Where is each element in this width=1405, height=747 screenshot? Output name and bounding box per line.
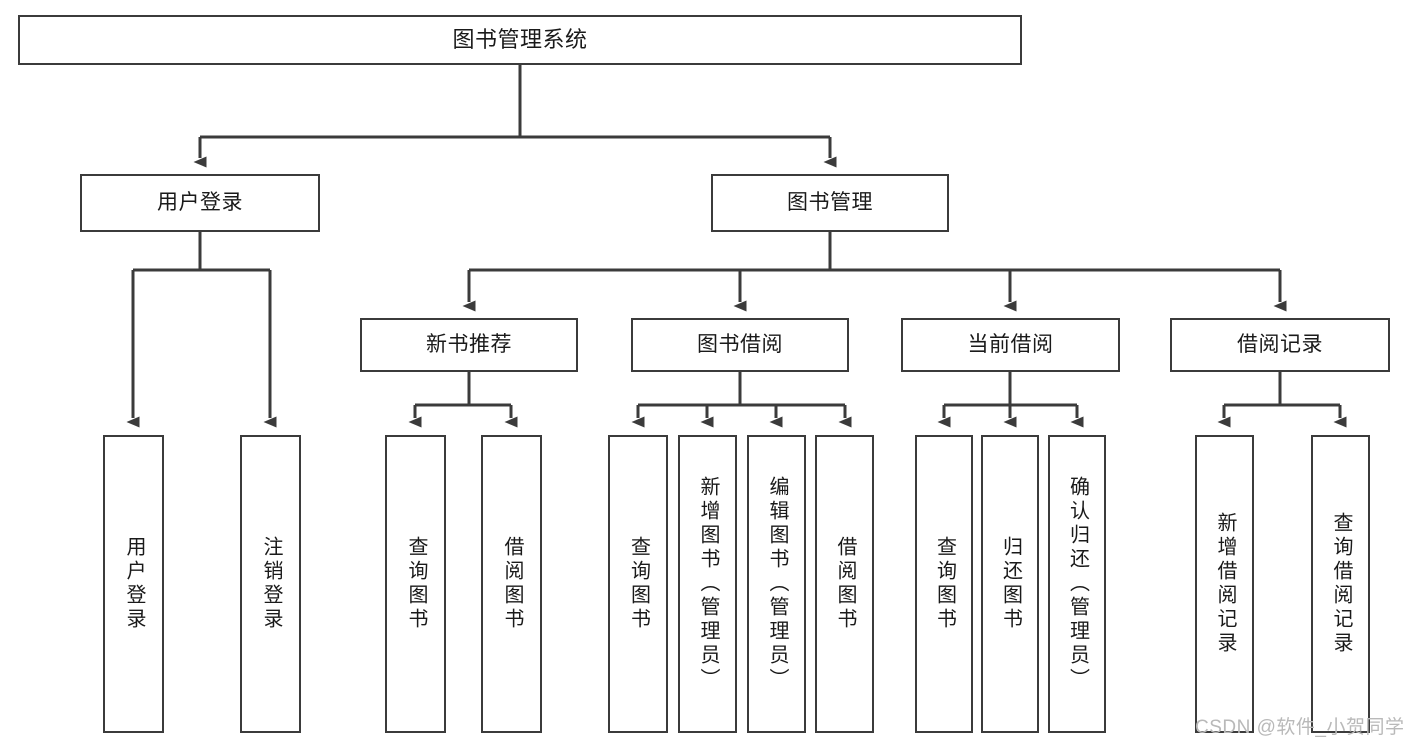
node-leaf-edit-book[interactable]: 编辑图书（管理员）: [747, 435, 806, 733]
node-leaf-confirm-return[interactable]: 确认归还（管理员）: [1048, 435, 1106, 733]
node-leaf-add-record[interactable]: 新增借阅记录: [1195, 435, 1254, 733]
node-leaf-query-book-3[interactable]: 查询图书: [915, 435, 973, 733]
node-leaf-add-book[interactable]: 新增图书（管理员）: [678, 435, 737, 733]
node-new-book-recommend-label: 新书推荐: [426, 333, 512, 357]
csdn-watermark: CSDN @软件_小贺同学: [1195, 717, 1405, 738]
node-book-manage[interactable]: 图书管理: [711, 174, 949, 232]
node-leaf-query-record[interactable]: 查询借阅记录: [1311, 435, 1370, 733]
node-new-book-recommend[interactable]: 新书推荐: [360, 318, 578, 372]
node-borrow-record[interactable]: 借阅记录: [1170, 318, 1390, 372]
node-leaf-edit-book-label: 编辑图书（管理员）: [766, 476, 788, 692]
node-leaf-user-logout-label: 注销登录: [260, 536, 282, 632]
node-leaf-query-book-2-label: 查询图书: [627, 536, 650, 632]
node-leaf-user-logout[interactable]: 注销登录: [240, 435, 301, 733]
node-root-label: 图书管理系统: [452, 26, 588, 52]
node-book-borrow-label: 图书借阅: [697, 333, 783, 357]
node-leaf-borrow-book-1[interactable]: 借阅图书: [481, 435, 542, 733]
node-leaf-user-login[interactable]: 用户登录: [103, 435, 164, 733]
node-root[interactable]: 图书管理系统: [18, 15, 1022, 65]
node-leaf-return-book-label: 归还图书: [999, 536, 1022, 632]
node-leaf-user-login-label: 用户登录: [123, 536, 145, 632]
node-leaf-query-book-3-label: 查询图书: [933, 536, 956, 632]
node-user-login[interactable]: 用户登录: [80, 174, 320, 232]
node-user-login-label: 用户登录: [157, 191, 243, 215]
node-leaf-add-record-label: 新增借阅记录: [1214, 512, 1236, 656]
node-leaf-query-book-1-label: 查询图书: [405, 536, 427, 632]
node-leaf-query-record-label: 查询借阅记录: [1330, 512, 1352, 656]
node-leaf-query-book-1[interactable]: 查询图书: [385, 435, 446, 733]
node-leaf-return-book[interactable]: 归还图书: [981, 435, 1039, 733]
node-leaf-add-book-label: 新增图书（管理员）: [697, 476, 719, 692]
node-leaf-query-book-2[interactable]: 查询图书: [608, 435, 668, 733]
node-book-manage-label: 图书管理: [787, 191, 873, 215]
node-leaf-confirm-return-label: 确认归还（管理员）: [1066, 476, 1089, 692]
node-current-borrow[interactable]: 当前借阅: [901, 318, 1120, 372]
node-leaf-borrow-book-1-label: 借阅图书: [501, 536, 523, 632]
node-leaf-borrow-book-2-label: 借阅图书: [834, 536, 856, 632]
node-leaf-borrow-book-2[interactable]: 借阅图书: [815, 435, 874, 733]
node-book-borrow[interactable]: 图书借阅: [631, 318, 849, 372]
node-borrow-record-label: 借阅记录: [1237, 333, 1323, 357]
node-current-borrow-label: 当前借阅: [967, 333, 1054, 357]
